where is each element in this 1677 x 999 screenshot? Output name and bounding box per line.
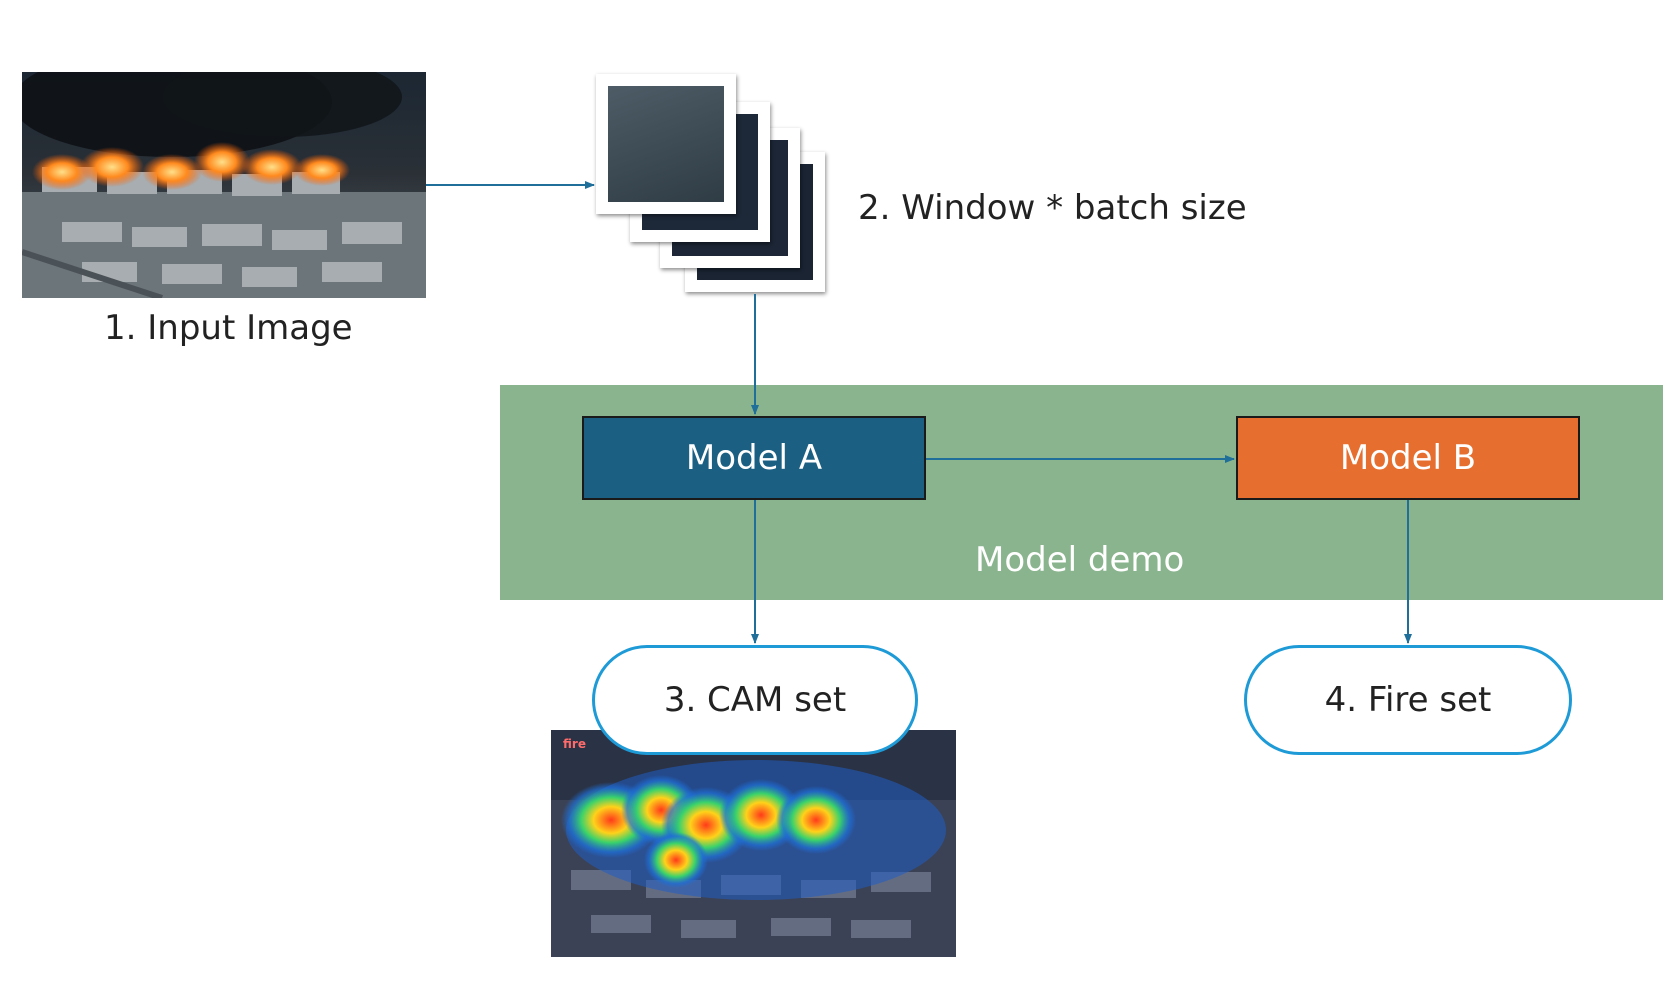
window-batch-label: 2. Window * batch size [858, 188, 1247, 228]
model-demo-label: Model demo [975, 540, 1185, 580]
window-tile-1 [596, 74, 736, 214]
model-b-box: Model B [1236, 416, 1580, 500]
cam-set-node: 3. CAM set [592, 645, 918, 755]
cam-heatmap-graphic: fire [551, 730, 956, 957]
input-image [22, 72, 426, 298]
cam-fire-tag: fire [563, 737, 586, 751]
input-image-label: 1. Input Image [104, 308, 353, 348]
fire-set-node: 4. Fire set [1244, 645, 1572, 755]
model-a-box: Model A [582, 416, 926, 500]
cam-heatmap-image: fire [551, 730, 956, 957]
input-image-graphic [22, 72, 426, 298]
